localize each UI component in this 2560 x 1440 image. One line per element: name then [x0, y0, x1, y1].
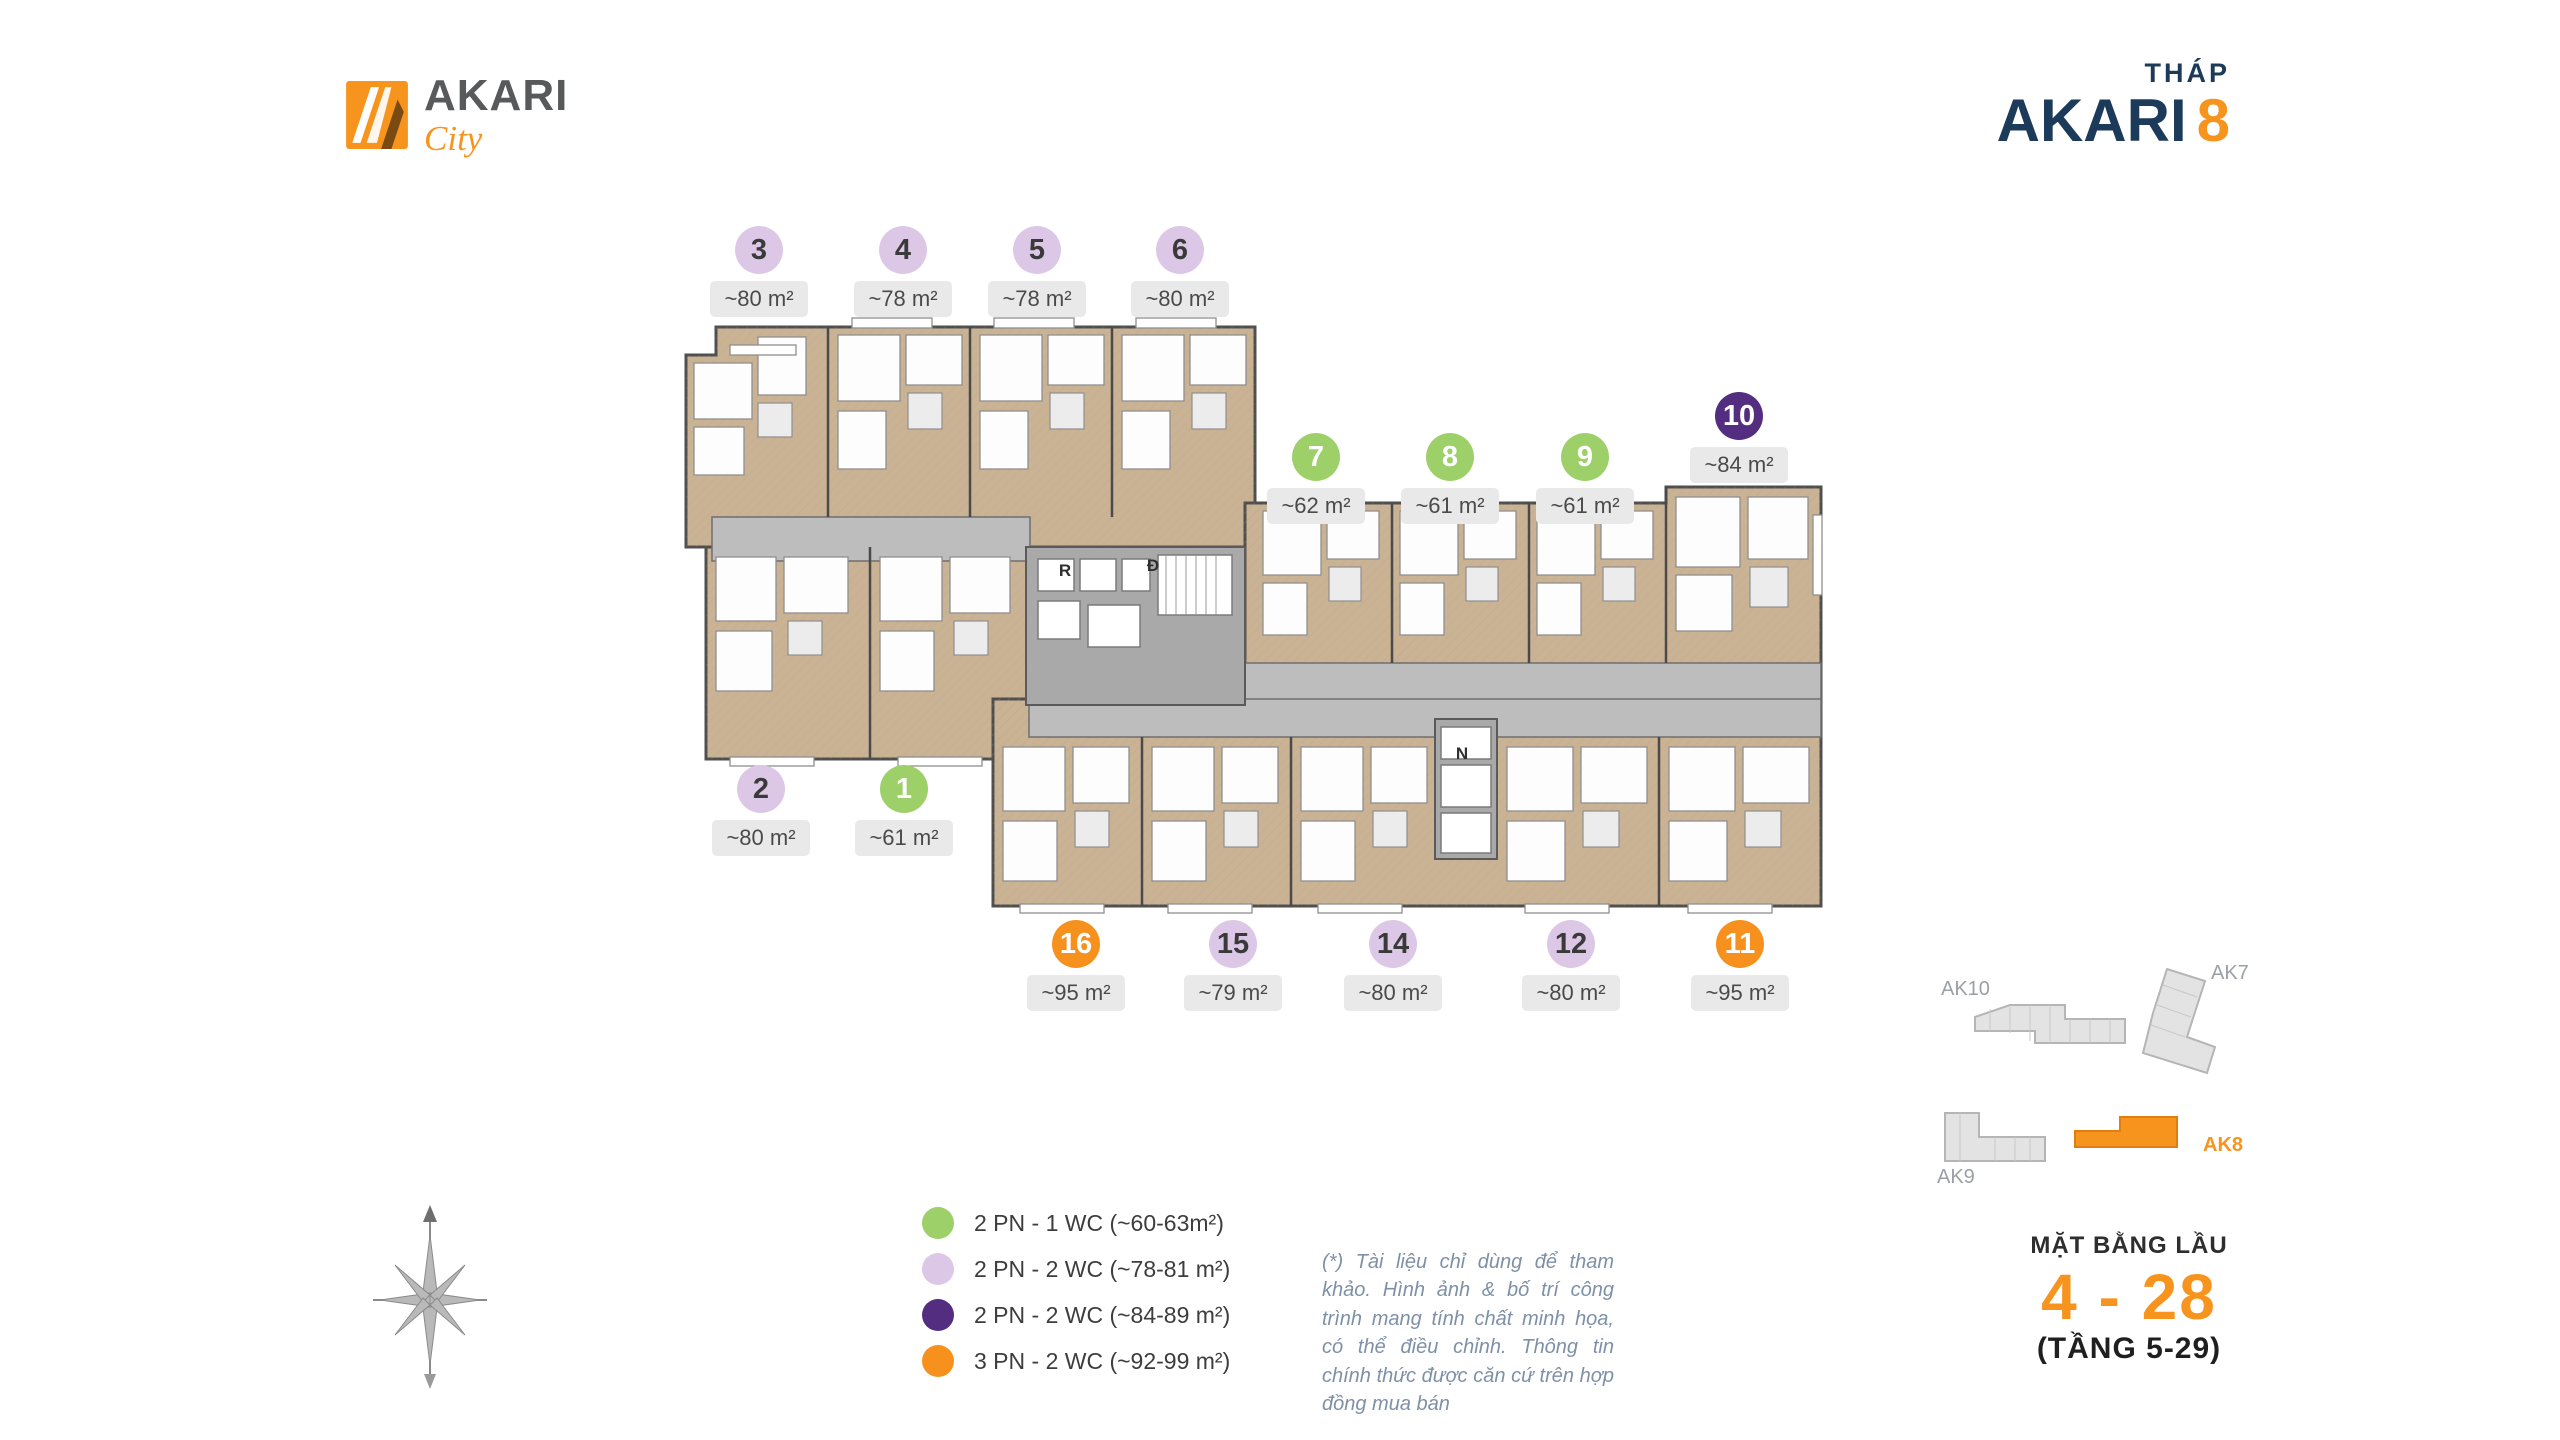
plan-rooms [693, 334, 1810, 882]
floor-range: 4 - 28 [2041, 1261, 2217, 1333]
unit-3-area: ~80 m² [710, 281, 808, 317]
plan-letter-r: R [1059, 561, 1071, 580]
unit-5-badge: 5 [1013, 226, 1061, 274]
unit-14-badge: 14 [1369, 920, 1417, 968]
unit-label-4: 4 ~78 m² [818, 226, 988, 317]
tower-number: 8 [2196, 87, 2230, 154]
unit-12-badge: 12 [1547, 920, 1595, 968]
unit-label-2: 2 ~80 m² [676, 765, 846, 856]
unit-label-7: 7 ~62 m² [1231, 433, 1401, 524]
legend-item-orange: 3 PN - 2 WC (~92-99 m²) [922, 1338, 1230, 1384]
disclaimer-text: (*) Tài liệu chỉ dùng để tham khảo. Hình… [1322, 1251, 1614, 1415]
unit-12-area: ~80 m² [1522, 975, 1620, 1011]
plan-letter-d: Đ [1147, 556, 1159, 575]
unit-label-14: 14 ~80 m² [1308, 920, 1478, 1011]
unit-label-5: 5 ~78 m² [952, 226, 1122, 317]
unit-6-badge: 6 [1156, 226, 1204, 274]
minimap-ak8-shape [2074, 1116, 2178, 1148]
floor-info-title: MẶT BẰNG LẦU [2030, 1232, 2228, 1259]
akari-logo-icon [346, 81, 408, 149]
minimap-label-ak7: AK7 [2211, 962, 2249, 984]
brand-sub-name: City [424, 119, 483, 158]
unit-2-badge: 2 [737, 765, 785, 813]
minimap-label-ak10: AK10 [1941, 978, 1990, 1000]
akari-city-logo: AKARI City [346, 74, 568, 156]
plan-unit-walls [826, 327, 1668, 906]
legend-item-purple: 2 PN - 2 WC (~84-89 m²) [922, 1292, 1230, 1338]
unit-15-area: ~79 m² [1184, 975, 1282, 1011]
logo-text: AKARI City [424, 71, 569, 158]
unit-16-area: ~95 m² [1027, 975, 1125, 1011]
unit-16-badge: 16 [1052, 920, 1100, 968]
legend-label-green: 2 PN - 1 WC (~60-63m²) [974, 1209, 1224, 1236]
plan-bathrooms [757, 392, 1789, 848]
legend-label-orange: 3 PN - 2 WC (~92-99 m²) [974, 1347, 1231, 1374]
legend-item-lavender: 2 PN - 2 WC (~78-81 m²) [922, 1246, 1230, 1292]
minimap-label-ak8: AK8 [2203, 1134, 2243, 1156]
legend-dot-orange [922, 1345, 954, 1377]
elevator-boxes [1037, 554, 1492, 854]
plan-letter-n: N [1456, 744, 1468, 763]
unit-7-area: ~62 m² [1267, 488, 1365, 524]
floor-sub: (TẦNG 5-29) [2036, 1332, 2222, 1366]
minimap-grid-lines [1959, 984, 2198, 1161]
unit-10-badge: 10 [1715, 392, 1763, 440]
unit-14-area: ~80 m² [1344, 975, 1442, 1011]
legend-label-lavender: 2 PN - 2 WC (~78-81 m²) [974, 1255, 1231, 1282]
unit-4-area: ~78 m² [854, 281, 952, 317]
unit-label-11: 11 ~95 m² [1655, 920, 1825, 1011]
legend-label-purple: 2 PN - 2 WC (~84-89 m²) [974, 1301, 1231, 1328]
legend-dot-green [922, 1207, 954, 1239]
tower-name-text: AKARI [1996, 87, 2187, 154]
unit-7-badge: 7 [1292, 433, 1340, 481]
plan-balconies [729, 317, 1823, 914]
unit-9-area: ~61 m² [1536, 488, 1634, 524]
unit-label-1: 1 ~61 m² [819, 765, 989, 856]
unit-5-area: ~78 m² [988, 281, 1086, 317]
unit-1-badge: 1 [880, 765, 928, 813]
legend-dot-purple [922, 1299, 954, 1331]
compass-rose-icon [373, 1205, 487, 1389]
unit-label-16: 16 ~95 m² [991, 920, 1161, 1011]
legend-dot-lavender [922, 1253, 954, 1285]
unit-8-area: ~61 m² [1401, 488, 1499, 524]
floor-info: MẶT BẰNG LẦU 4 - 28 (TẦNG 5-29) [1994, 1232, 2264, 1366]
unit-11-area: ~95 m² [1691, 975, 1789, 1011]
plan-corridors [711, 516, 1822, 738]
brand-name: AKARI [424, 71, 569, 120]
legend: 2 PN - 1 WC (~60-63m²) 2 PN - 2 WC (~78-… [922, 1200, 1230, 1384]
site-minimap: AK10 AK7 AK9 AK8 [1937, 962, 2249, 1188]
unit-15-badge: 15 [1209, 920, 1257, 968]
legend-item-green: 2 PN - 1 WC (~60-63m²) [922, 1200, 1230, 1246]
unit-label-6: 6 ~80 m² [1095, 226, 1265, 317]
unit-3-badge: 3 [735, 226, 783, 274]
stair-treads [1165, 555, 1217, 615]
minimap-label-ak9: AK9 [1937, 1166, 1975, 1188]
unit-1-area: ~61 m² [855, 820, 953, 856]
unit-10-area: ~84 m² [1690, 447, 1788, 483]
unit-8-badge: 8 [1426, 433, 1474, 481]
unit-label-15: 15 ~79 m² [1148, 920, 1318, 1011]
unit-label-3: 3 ~80 m² [674, 226, 844, 317]
unit-label-9: 9 ~61 m² [1500, 433, 1670, 524]
unit-label-12: 12 ~80 m² [1486, 920, 1656, 1011]
floor-plan: R Đ N [684, 317, 1823, 914]
unit-2-area: ~80 m² [712, 820, 810, 856]
unit-11-badge: 11 [1716, 920, 1764, 968]
unit-4-badge: 4 [879, 226, 927, 274]
unit-label-10: 10 ~84 m² [1654, 392, 1824, 483]
unit-label-8: 8 ~61 m² [1365, 433, 1535, 524]
unit-9-badge: 9 [1561, 433, 1609, 481]
unit-6-area: ~80 m² [1131, 281, 1229, 317]
tower-label: THÁP [2144, 58, 2230, 88]
